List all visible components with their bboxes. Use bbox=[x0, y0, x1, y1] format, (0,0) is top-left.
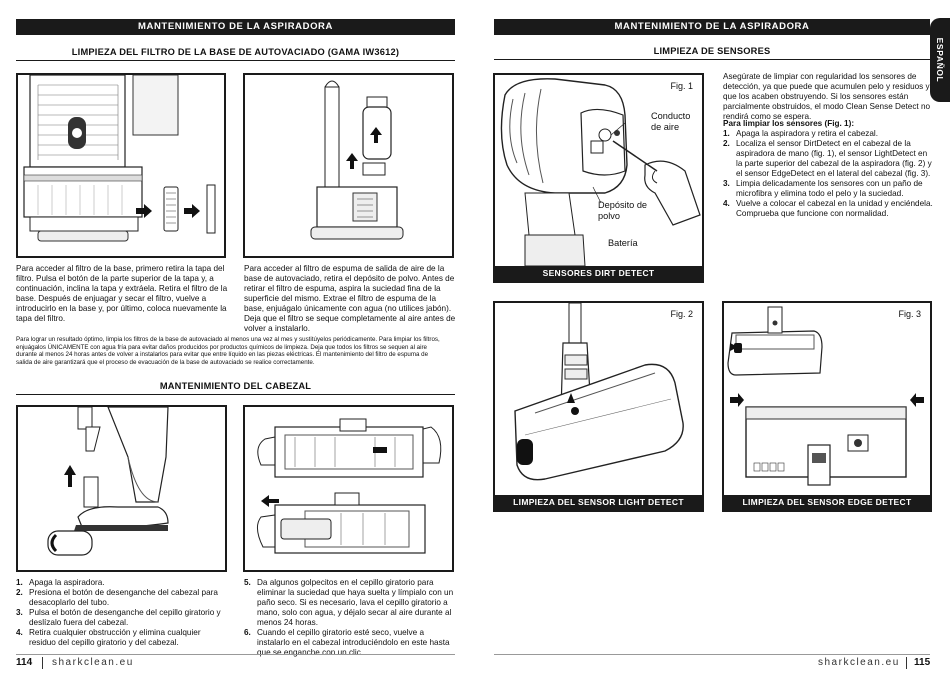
head-section-heading: MANTENIMIENTO DEL CABEZAL bbox=[159, 381, 312, 391]
right-footer-separator bbox=[906, 657, 907, 669]
language-tab: ESPAÑOL bbox=[930, 18, 950, 102]
sensors-steps-list: 1.Apaga la aspiradora y retira el cabeza… bbox=[723, 129, 933, 219]
list-item: 4.Vuelve a colocar el cabezal en la unid… bbox=[723, 199, 933, 218]
head-release-illustration bbox=[16, 405, 227, 572]
fig1-battery-label: Batería bbox=[608, 238, 638, 248]
fig3-edge-detect-illustration: Fig. 3 LIMPIEZA DEL SENSOR EDGE DETECT bbox=[722, 301, 932, 512]
filter-note: Para lograr un resultado óptimo, limpia … bbox=[16, 336, 440, 366]
list-item: 3.Pulsa el botón de desenganche del cepi… bbox=[16, 608, 221, 627]
sensors-intro: Asegúrate de limpiar con regularidad los… bbox=[723, 72, 931, 121]
fig1-label: Fig. 1 bbox=[670, 81, 693, 91]
fig1-dirt-detect-illustration: Fig. 1 Conducto de aire Depósito de polv… bbox=[493, 73, 704, 283]
sensors-steps-title: Para limpiar los sensores (Fig. 1): bbox=[723, 119, 855, 128]
filter-text-1: Para acceder al filtro de la base, prime… bbox=[16, 264, 228, 323]
fig1-caption: SENSORES DIRT DETECT bbox=[495, 266, 702, 281]
fig3-label: Fig. 3 bbox=[898, 309, 921, 319]
list-item: 2.Presiona el botón de desenganche del c… bbox=[16, 588, 218, 607]
list-item: 5.Da algunos golpecitos en el cepillo gi… bbox=[244, 578, 454, 627]
head-heading-rule bbox=[16, 394, 455, 395]
base-filter-illustration bbox=[16, 73, 226, 258]
right-page-header: MANTENIMIENTO DE LA ASPIRADORA bbox=[494, 19, 930, 35]
left-page-header: MANTENIMIENTO DE LA ASPIRADORA bbox=[16, 19, 455, 35]
fig2-light-detect-illustration: Fig. 2 LIMPIEZA DEL SENSOR LIGHT DETECT bbox=[493, 301, 704, 512]
left-footer-rule bbox=[16, 654, 455, 655]
filter-heading-rule bbox=[16, 60, 455, 61]
left-footer-separator bbox=[42, 657, 43, 669]
list-item: 6.Cuando el cepillo giratorio esté seco,… bbox=[244, 628, 450, 657]
list-item: 2.Localiza el sensor DirtDetect en el ca… bbox=[723, 139, 932, 178]
fig2-label: Fig. 2 bbox=[670, 309, 693, 319]
fig1-air-duct-label: Conducto de aire bbox=[651, 111, 691, 132]
fig2-caption: LIMPIEZA DEL SENSOR LIGHT DETECT bbox=[495, 495, 702, 510]
right-page-number: 115 bbox=[914, 657, 931, 668]
foam-filter-illustration bbox=[243, 73, 454, 258]
sensors-section-heading: LIMPIEZA DE SENSORES bbox=[653, 46, 771, 56]
left-page-number: 114 bbox=[16, 657, 33, 668]
right-footer-rule bbox=[494, 654, 930, 655]
sensors-heading-rule bbox=[494, 59, 930, 60]
right-site-link[interactable]: sharkclean.eu bbox=[818, 657, 900, 668]
list-item: 4.Retira cualquier obstrucción y elimina… bbox=[16, 628, 201, 647]
left-site-link[interactable]: sharkclean.eu bbox=[52, 657, 134, 668]
head-steps-list-a: 1.Apaga la aspiradora. 2.Presiona el bot… bbox=[16, 578, 228, 648]
list-item: 1.Apaga la aspiradora. bbox=[16, 578, 105, 587]
brushroll-removal-illustration bbox=[243, 405, 454, 572]
fig3-caption: LIMPIEZA DEL SENSOR EDGE DETECT bbox=[724, 495, 930, 510]
filter-section-heading: LIMPIEZA DEL FILTRO DE LA BASE DE AUTOVA… bbox=[71, 47, 400, 57]
fig1-dust-bin-label: Depósito de polvo bbox=[598, 200, 648, 221]
list-item: 3.Limpia delicadamente los sensores con … bbox=[723, 179, 923, 198]
head-steps-list-b: 5.Da algunos golpecitos en el cepillo gi… bbox=[244, 578, 456, 658]
list-item: 1.Apaga la aspiradora y retira el cabeza… bbox=[723, 129, 878, 138]
filter-text-2: Para acceder al filtro de espuma de sali… bbox=[244, 264, 456, 333]
